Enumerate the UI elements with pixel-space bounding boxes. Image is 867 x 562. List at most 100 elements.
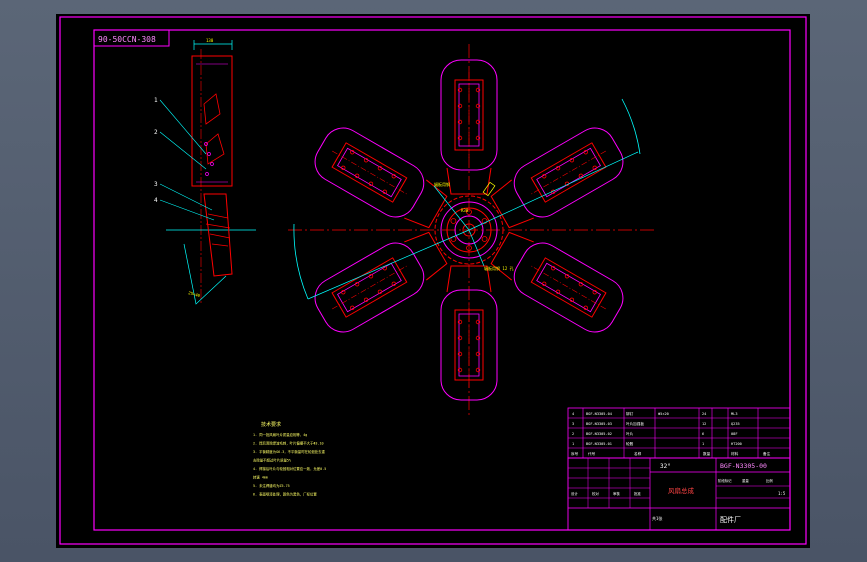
bom-cell: 6 — [702, 432, 704, 436]
plate-inner — [337, 147, 402, 198]
sheet-inner-border — [93, 29, 791, 531]
bom-cell: ML3 — [731, 412, 738, 416]
hub-annotation: 辐板用钢 — [434, 181, 450, 187]
hub-annotation: 辐板用钢 12 孔 — [484, 265, 514, 271]
rivet — [541, 174, 547, 179]
signature-label: 校对 — [592, 491, 599, 496]
drawing-number: BGF-N3305-00 — [720, 462, 767, 470]
reinforcement-plate — [530, 257, 607, 318]
hub-bolt-hole — [466, 209, 472, 215]
bom-header-cell: 代号 — [588, 451, 596, 456]
rivet — [475, 103, 481, 109]
rivet — [457, 367, 463, 373]
rivet-hole — [210, 162, 214, 166]
rivet — [578, 173, 584, 178]
bom-header-cell: 材料 — [731, 451, 739, 456]
technical-notes: 技术要求 1. 同一批风扇叶片质量应相等，4g2. 焊后清除焊渣毛刺，叶片偏摆不… — [253, 421, 326, 497]
rivet — [350, 150, 355, 155]
bom-cell: 1 — [702, 442, 704, 446]
part-number-label: 1 — [154, 97, 158, 104]
weld-symbol — [482, 181, 496, 197]
part-number-label: 2 — [154, 129, 158, 136]
reinforcement-plate — [530, 142, 607, 203]
rivet — [555, 166, 561, 171]
blade-root — [404, 231, 448, 281]
rivet-hole — [205, 172, 209, 176]
blade-center-line — [531, 150, 606, 195]
rivet — [583, 150, 588, 155]
title-block: 32°BGF-N3305-00风扇总成阶段标记重量比例1:5设计校对审核批准共1… — [567, 457, 791, 531]
dimension-leader — [468, 229, 485, 267]
blade-center-line — [332, 265, 407, 310]
dimension-leader — [468, 151, 639, 231]
scale-value: 1:5 — [778, 491, 786, 496]
tech-note-line: 1. 同一批风扇叶片质量应相等，4g — [253, 432, 307, 437]
bom-cell: 铆钉 — [626, 411, 634, 416]
rivet — [457, 119, 463, 125]
hub-circle — [454, 215, 484, 245]
bom-cell: HT200 — [731, 442, 742, 446]
plate-inner — [458, 313, 480, 377]
rivet — [541, 281, 547, 286]
rivet — [341, 290, 346, 295]
tech-note-line: 6. 表面喷漆处理，颜色为黑色，厂标位置 — [253, 492, 317, 497]
bom-header-cell: 名称 — [634, 451, 642, 456]
rivet — [578, 282, 584, 287]
bom-cell: 1 — [572, 442, 574, 446]
rivet — [457, 335, 463, 341]
hub-hatching — [205, 213, 231, 247]
dimension-arc-right — [621, 98, 641, 155]
tech-note-line: 转速 4mm — [253, 475, 268, 480]
title-block-frame — [567, 457, 791, 531]
part-number-label: 4 — [154, 197, 158, 204]
top-dimension-text: 130 — [206, 38, 214, 43]
company-name: 配件厂 — [720, 515, 741, 524]
hub-bolt-hole — [466, 245, 472, 251]
hub-section — [203, 193, 233, 277]
rivet — [377, 166, 383, 171]
stage-label: 重量 — [742, 478, 749, 483]
part-leader-line — [159, 99, 207, 155]
blade-root — [446, 167, 492, 195]
rivet — [457, 87, 463, 93]
rivet — [475, 119, 481, 125]
rivet — [564, 181, 570, 186]
side-dimension-text: 25×40 — [188, 290, 201, 298]
rivet — [583, 305, 588, 310]
rivet — [592, 290, 597, 295]
part-leader-line — [159, 199, 215, 221]
reinforcement-plate — [331, 257, 408, 318]
rivet — [391, 281, 397, 286]
bom-header-cell: 数量 — [703, 451, 711, 456]
blade-root — [490, 231, 534, 281]
rivet — [368, 181, 374, 186]
rivet — [457, 319, 463, 325]
bom-cell: BGF-N3305-04 — [586, 412, 612, 416]
dimension-leader — [433, 185, 470, 231]
hub-circle — [462, 223, 476, 237]
drawing-number-text: 90-50CCN-308 — [98, 35, 156, 44]
rivet — [475, 367, 481, 373]
blade-outline — [513, 127, 624, 218]
rivet — [363, 158, 369, 163]
bom-cell: 叶片加强板 — [626, 421, 644, 426]
rivet — [569, 297, 575, 302]
bom-cell: 12 — [702, 422, 706, 426]
material-code: 32° — [660, 463, 671, 470]
rivet — [475, 87, 481, 93]
blade-section — [191, 55, 233, 187]
blade-root — [446, 265, 492, 293]
tech-notes-title: 技术要求 — [261, 421, 281, 428]
hub-circle — [434, 195, 504, 265]
rivet — [550, 266, 556, 271]
rivet-hole — [207, 152, 211, 156]
hub-circle — [440, 201, 498, 259]
hub-bolt-hole — [450, 218, 457, 224]
rivet — [555, 289, 561, 294]
signature-label: 审核 — [613, 491, 620, 496]
signature-label: 批准 — [634, 491, 641, 496]
stage-label: 比例 — [766, 478, 773, 483]
